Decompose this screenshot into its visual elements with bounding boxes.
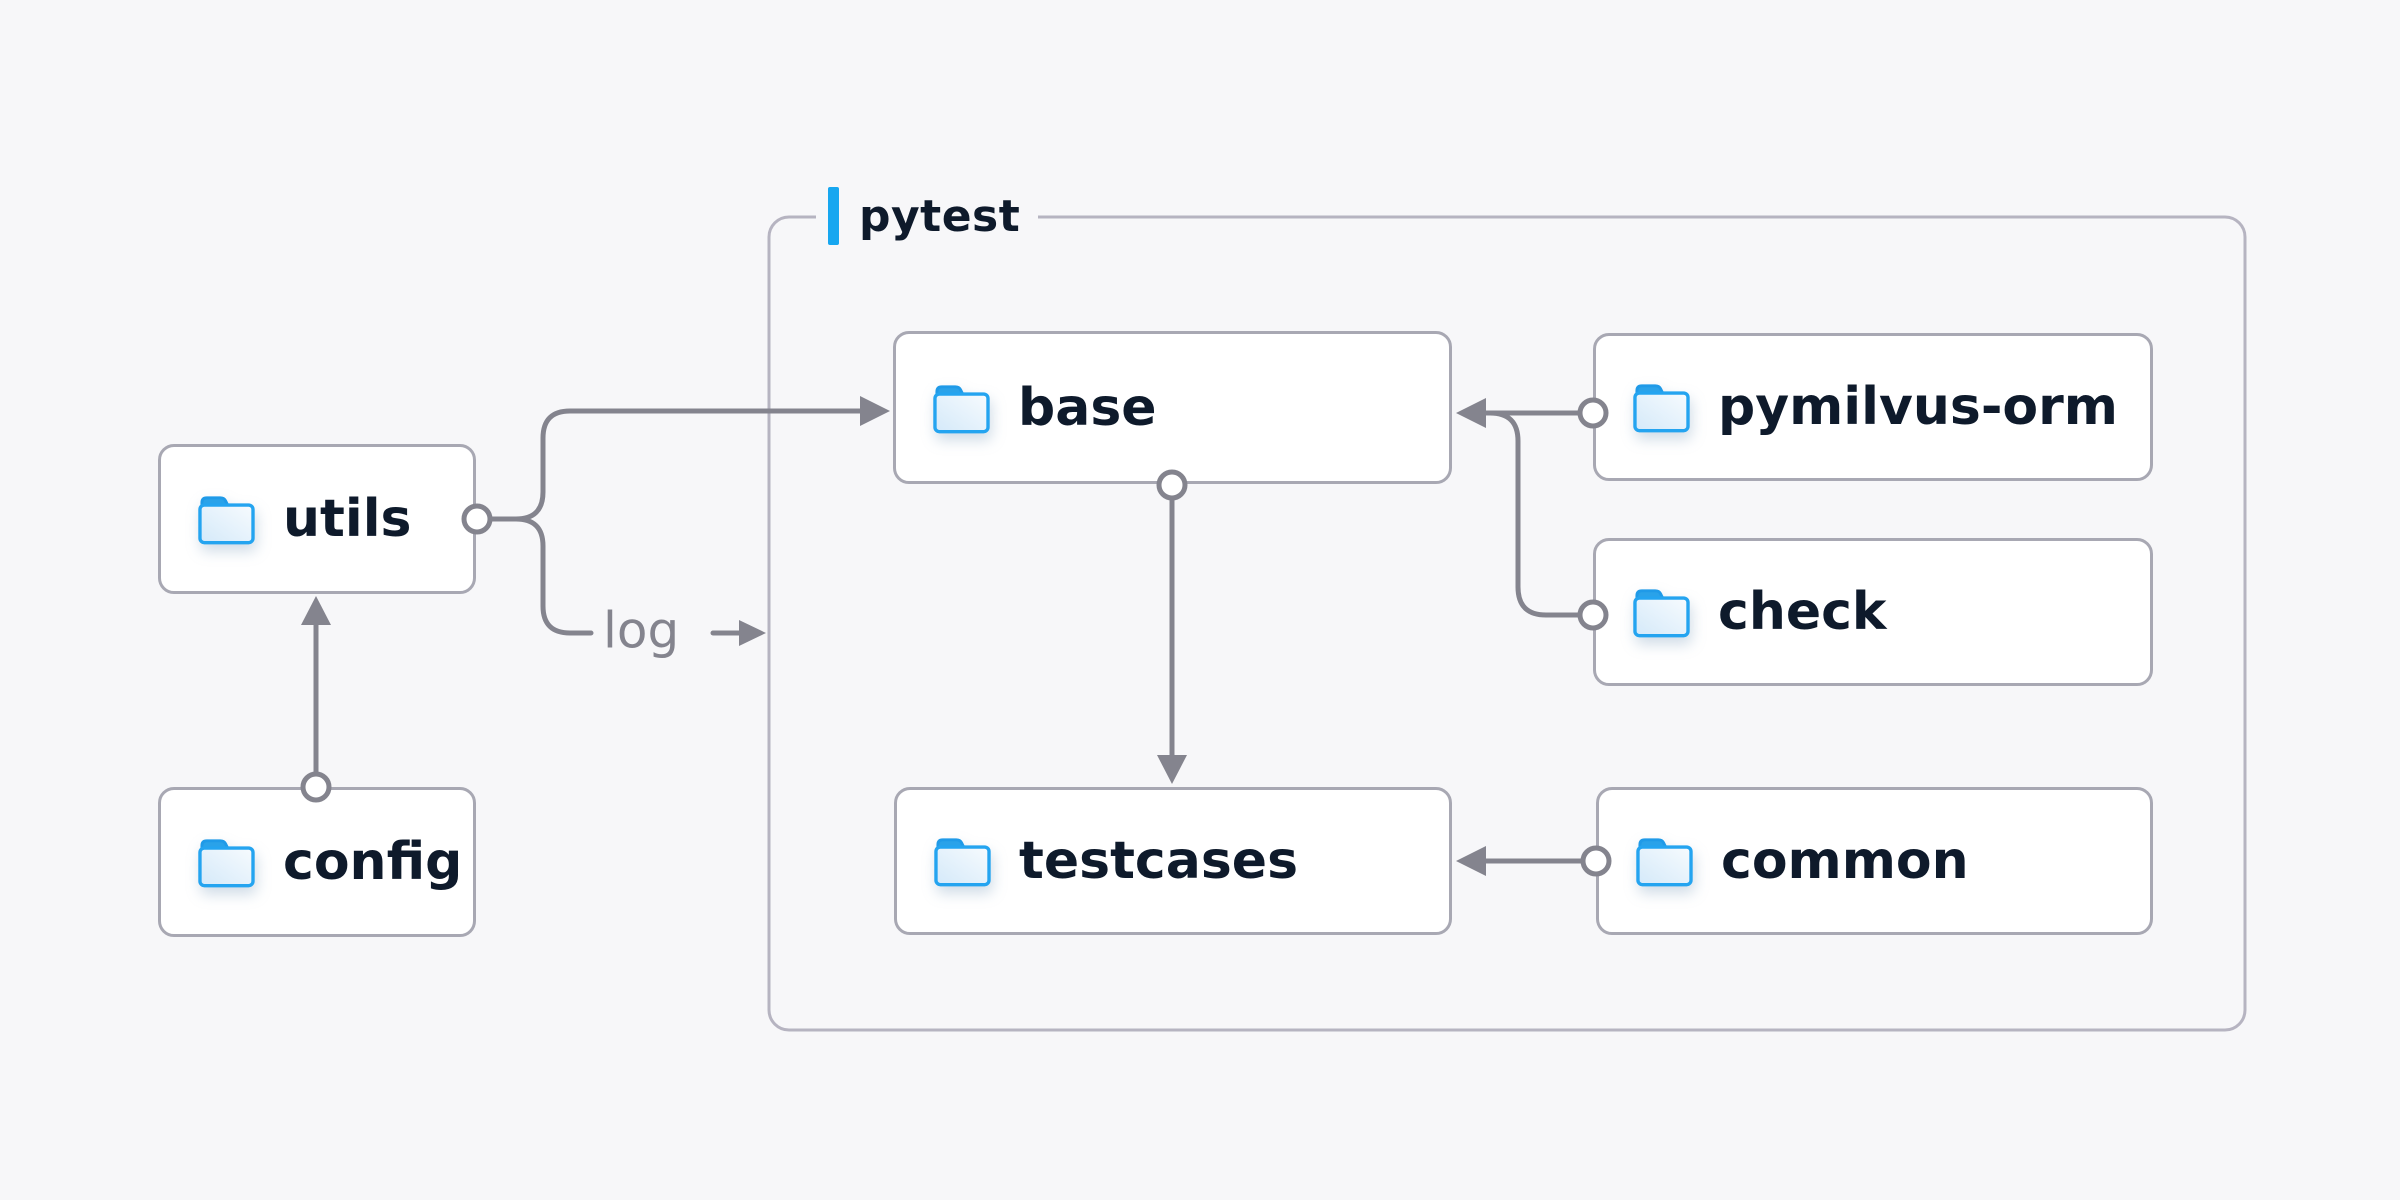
edge-pymilvus-orm-base [1456,398,1581,428]
arrowhead-icon [301,596,331,625]
node-config-label: config [283,832,463,892]
arrowhead-icon [1456,846,1486,876]
node-base-label: base [1018,377,1157,438]
folder-icon [1630,585,1692,639]
edge-utils-base [489,396,890,522]
node-testcases: testcases [894,787,1452,935]
arrowhead-icon [739,620,766,646]
edge-check-base [1487,410,1581,618]
node-pymilvus-orm-label: pymilvus-orm [1718,377,2118,437]
node-check-label: check [1718,582,1887,642]
edge-label-log: log [603,601,680,660]
folder-icon [931,834,993,888]
node-config: config [158,787,476,937]
arrowhead-icon [1456,398,1486,428]
arrowhead-icon [1157,755,1187,784]
folder-icon [195,835,257,889]
edge-base-testcases [1157,497,1187,784]
arrowhead-icon [860,396,890,426]
node-common: common [1596,787,2153,935]
node-utils: utils [158,444,476,594]
node-testcases-label: testcases [1019,831,1299,891]
pytest-accent-bar-icon [828,187,839,245]
edge-common-testcases [1456,846,1584,876]
node-utils-label: utils [283,489,412,549]
pytest-group-label: pytest [816,185,1039,247]
folder-icon [1630,380,1692,434]
folder-icon [930,381,992,435]
node-check: check [1593,538,2153,686]
pytest-group-title: pytest [859,190,1021,242]
edge-config-utils [301,596,331,775]
folder-icon [195,492,257,546]
node-common-label: common [1721,831,1969,891]
folder-icon [1633,834,1695,888]
node-pymilvus-orm: pymilvus-orm [1593,333,2153,481]
node-base: base [893,331,1452,484]
